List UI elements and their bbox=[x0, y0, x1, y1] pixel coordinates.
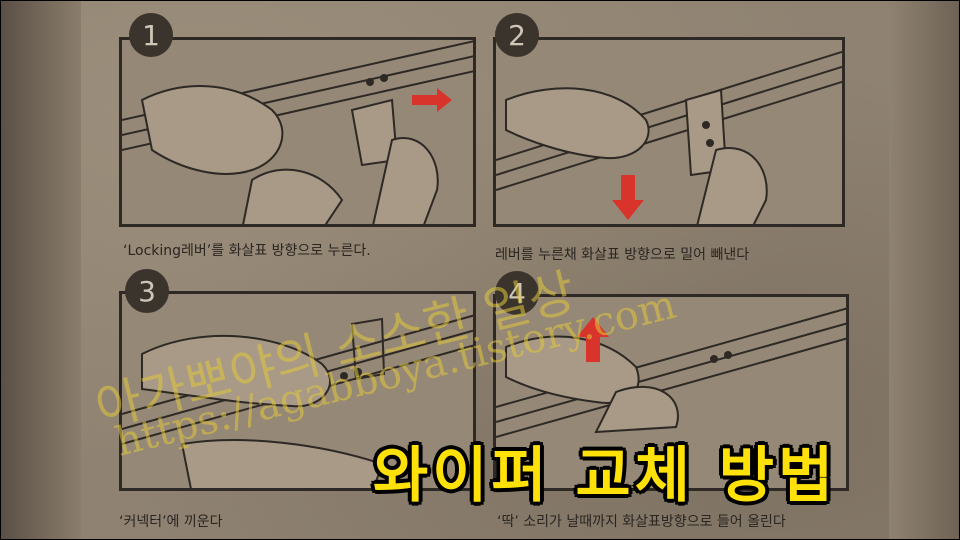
step-3-illustration bbox=[122, 314, 473, 488]
arrow-right-icon bbox=[412, 88, 452, 112]
arrow-up-icon bbox=[577, 317, 609, 362]
page-title: 와이퍼 교체 방법 bbox=[373, 441, 838, 511]
step-3-panel bbox=[119, 291, 476, 491]
step-1-caption: ‘Locking레버’를 화살표 방향으로 누른다. bbox=[123, 243, 371, 259]
step-4-panel bbox=[493, 294, 849, 491]
step-1-number: 1 bbox=[129, 13, 173, 57]
arrow-down-icon bbox=[612, 175, 644, 220]
step-4-caption: ‘딱’ 소리가 날때까지 화살표방향으로 들어 올린다 bbox=[497, 514, 786, 530]
step-2-panel bbox=[493, 37, 845, 227]
step-4-illustration bbox=[496, 307, 846, 438]
step-3-number: 3 bbox=[125, 269, 169, 313]
photo-shadow-left bbox=[1, 1, 81, 539]
step-3-caption: ‘커넥터’에 끼운다 bbox=[119, 514, 223, 530]
step-1-illustration bbox=[122, 40, 473, 224]
step-2-caption: 레버를 누른채 화살표 방향으로 밀어 빼낸다 bbox=[495, 247, 750, 263]
step-4-number: 4 bbox=[495, 271, 539, 315]
step-2-illustration bbox=[496, 50, 842, 224]
photo-shadow-right bbox=[889, 1, 959, 539]
step-2-number: 2 bbox=[495, 13, 539, 57]
step-1-panel bbox=[119, 37, 476, 227]
